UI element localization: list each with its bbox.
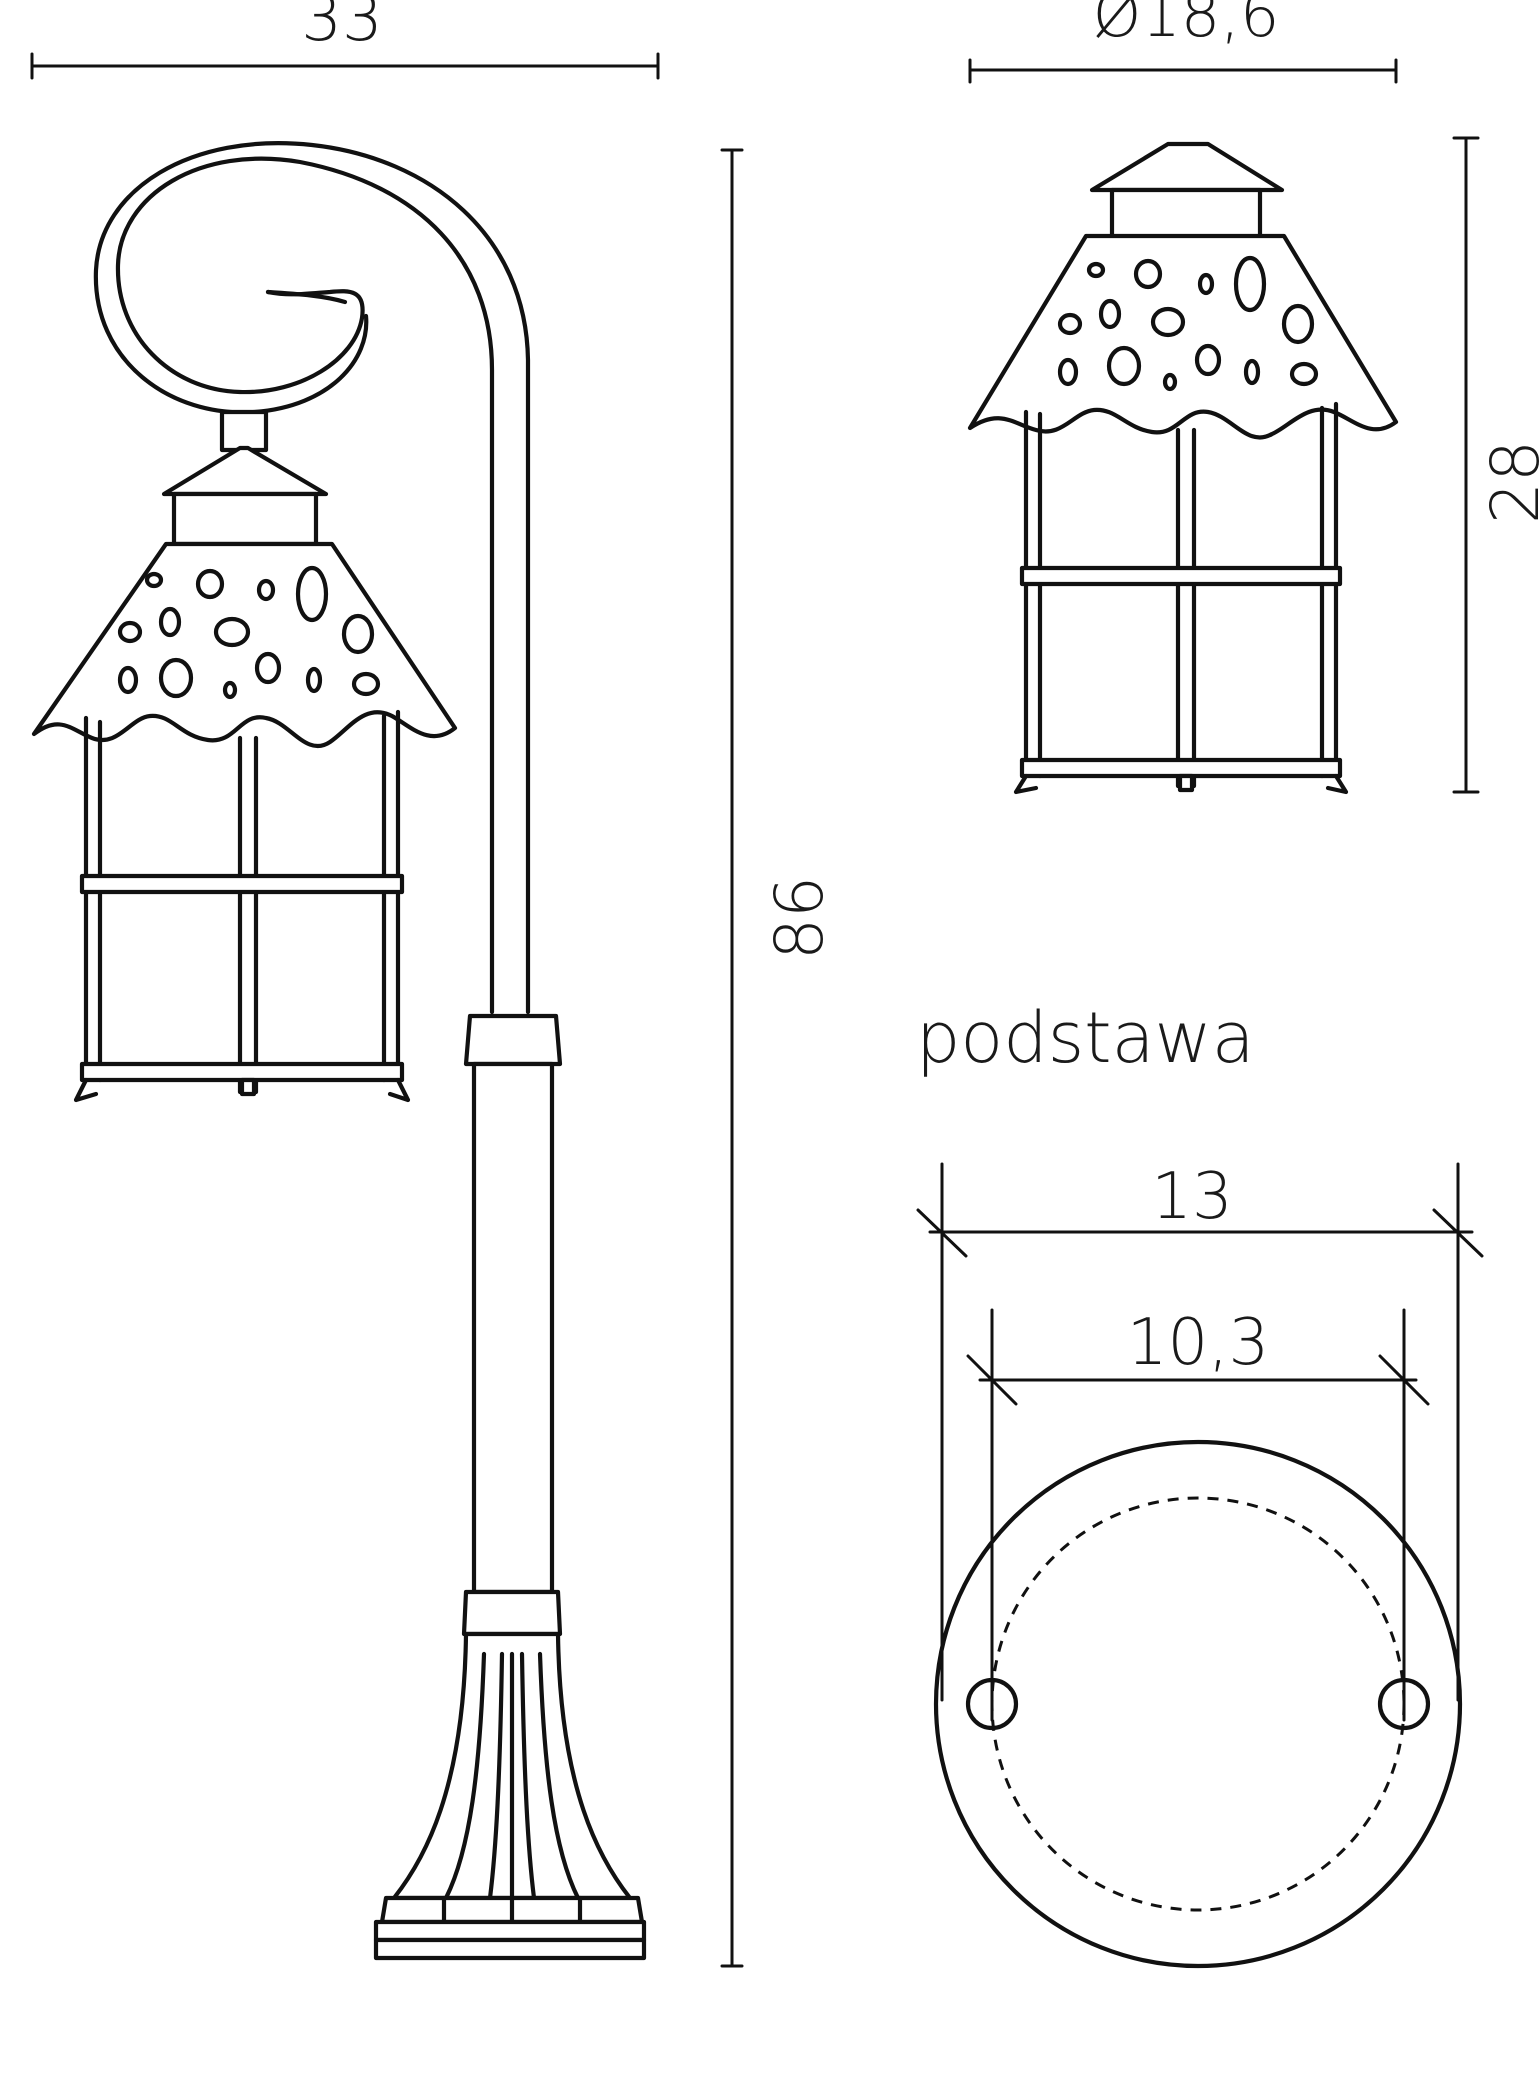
mounting-hole-left	[965, 1677, 1019, 1731]
base-inner-dashed-circle	[990, 1496, 1406, 1912]
base-outer-circle	[933, 1439, 1463, 1969]
height-dimension: 86	[720, 148, 838, 1968]
head-height-dimension: 28	[1452, 136, 1540, 794]
curled-arm	[93, 141, 531, 1015]
base-outer-label: 13	[1151, 1160, 1232, 1234]
base-hole-dimension: 10,3	[966, 1306, 1430, 1722]
head-diameter-dimension: Ø18,6	[968, 0, 1398, 84]
mounting-hole-right	[1377, 1677, 1431, 1731]
base-title: podstawa	[916, 997, 1255, 1079]
lantern-head	[967, 141, 1399, 795]
head-height-label: 28	[1477, 440, 1540, 524]
lantern-head-view: Ø18,6 28	[967, 0, 1540, 795]
hanging-lantern	[31, 445, 458, 1103]
post-lamp-side-view: 33 86	[30, 0, 838, 1968]
width-label: 33	[301, 0, 382, 56]
width-dimension: 33	[30, 0, 660, 80]
base-hole-label: 10,3	[1127, 1306, 1270, 1380]
head-diameter-label: Ø18,6	[1093, 0, 1280, 51]
height-label: 86	[761, 876, 838, 960]
post-body	[373, 1013, 647, 1961]
base-plate-view: podstawa 13 10,3	[916, 997, 1484, 1969]
base-outer-dimension: 13	[916, 1160, 1484, 1702]
